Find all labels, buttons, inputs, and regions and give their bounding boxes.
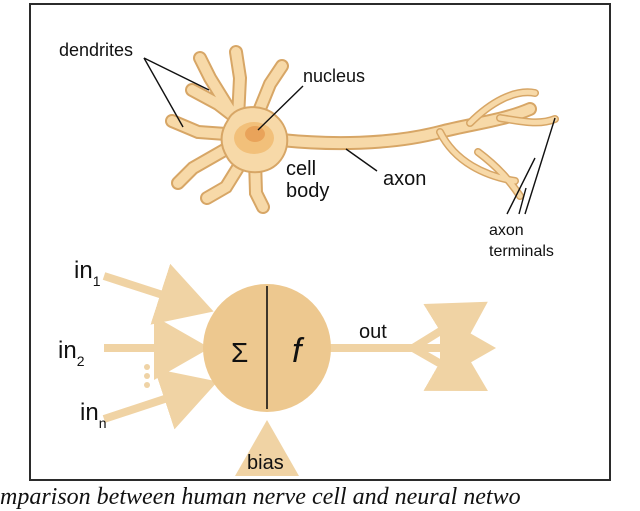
input-label-n: inn xyxy=(80,399,106,431)
neuron-labels: dendrites nucleus cell body axon axon te… xyxy=(59,40,554,260)
axon-terminals-pointer-3 xyxy=(524,117,556,215)
axon-terminals-label-line1: axon xyxy=(489,222,524,239)
input-label-2: in2 xyxy=(58,337,85,369)
axon-label: axon xyxy=(383,168,426,190)
dendrites-pointer-1 xyxy=(143,57,210,91)
perceptron-diagram: Σ f in1 in2 inn out bias xyxy=(58,257,496,476)
nucleus-shape xyxy=(245,126,265,142)
input-label-1: in1 xyxy=(74,257,101,289)
cell-body-label-line1: cell xyxy=(286,158,316,180)
input-arrow-n xyxy=(102,368,218,430)
axon-terminals-pointer-1 xyxy=(506,157,536,215)
figure-caption: mparison between human nerve cell and ne… xyxy=(0,484,521,510)
bias-label: bias xyxy=(247,452,284,474)
input-arrows xyxy=(102,263,496,476)
figure-frame xyxy=(29,3,611,481)
ellipsis-dot-2 xyxy=(144,373,150,379)
output-label: out xyxy=(359,321,387,343)
nucleus-pointer xyxy=(257,85,304,131)
cell-body-label-line2: body xyxy=(286,180,329,202)
dendrites-label: dendrites xyxy=(59,40,133,60)
input-ellipsis xyxy=(144,364,150,388)
neuron-callout-lines xyxy=(143,57,556,215)
dendrites-pointer-2 xyxy=(143,57,184,128)
input-arrow-1 xyxy=(102,263,214,325)
axon-terminals-pointer-2 xyxy=(518,187,527,215)
axon-pointer xyxy=(345,148,378,172)
ellipsis-dot-1 xyxy=(144,364,150,370)
output-arrow-down xyxy=(411,335,488,391)
axon-terminals-label-line2: terminals xyxy=(489,243,554,260)
neuron-illustration xyxy=(165,45,559,214)
sigma-symbol: Σ xyxy=(231,337,248,368)
ellipsis-dot-3 xyxy=(144,382,150,388)
nucleus-label: nucleus xyxy=(303,66,365,86)
